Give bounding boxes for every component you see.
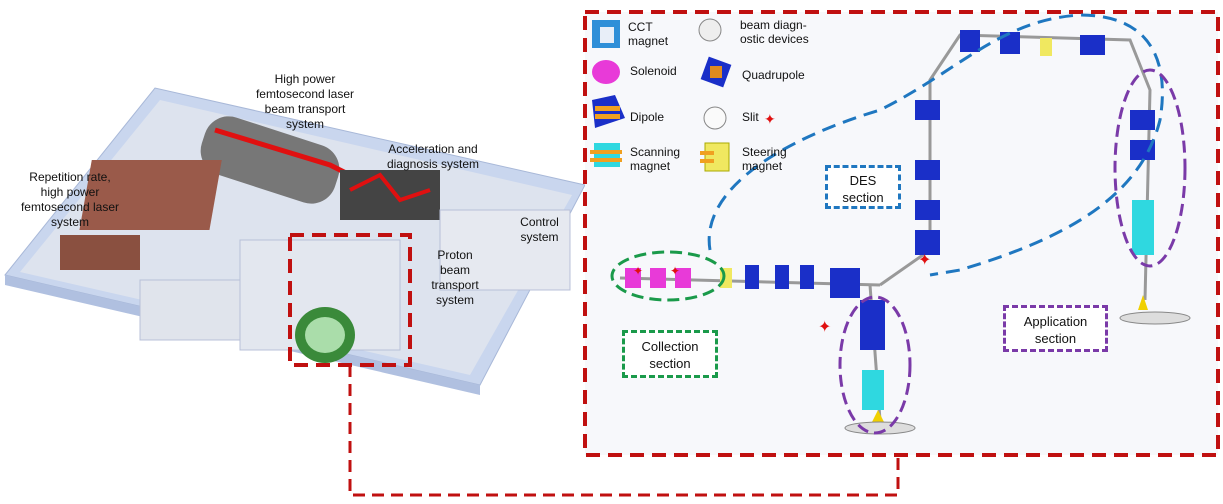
beamline: ✦ ✦ ✦ ✦	[619, 30, 1191, 435]
des-section-label: DES section	[825, 165, 901, 209]
svg-text:✦: ✦	[818, 319, 831, 336]
legend-quadrupole: Quadrupole	[742, 68, 805, 82]
des-outline	[707, 13, 1164, 277]
legend-slit: Slit	[742, 110, 759, 124]
application-outline-right	[1113, 68, 1187, 268]
legend-icons: ✦	[590, 18, 776, 172]
application-outline-lower	[838, 295, 912, 435]
legend-dipole: Dipole	[630, 110, 665, 124]
beamline-frame	[583, 10, 1220, 457]
connector-line	[348, 365, 900, 497]
label-acceleration: Acceleration and diagnosis system	[386, 142, 480, 171]
svg-text:✦: ✦	[918, 252, 931, 269]
label-laser-system: Repetition rate, high power femtosecond …	[20, 170, 120, 229]
legend-scanning: Scanning magnet	[630, 145, 681, 173]
legend-diagnostic: beam diagn-ostic devices	[740, 18, 809, 46]
label-proton-transport: Proton beam transport system	[431, 248, 479, 307]
collection-section-label: Collection section	[622, 330, 718, 378]
collection-outline	[610, 250, 726, 302]
legend-solenoid: Solenoid	[630, 64, 677, 78]
legend-cct: CCT magnet	[628, 20, 669, 48]
label-control: Control system	[520, 215, 559, 244]
facility-building	[4, 87, 586, 395]
legend-steering: Steering magnet	[742, 145, 787, 173]
svg-text:✦: ✦	[670, 264, 680, 278]
svg-text:✦: ✦	[764, 111, 776, 127]
label-laser-transport: High power femtosecond laser beam transp…	[255, 72, 355, 131]
application-section-label: Application section	[1003, 305, 1108, 352]
svg-text:✦: ✦	[633, 264, 643, 278]
